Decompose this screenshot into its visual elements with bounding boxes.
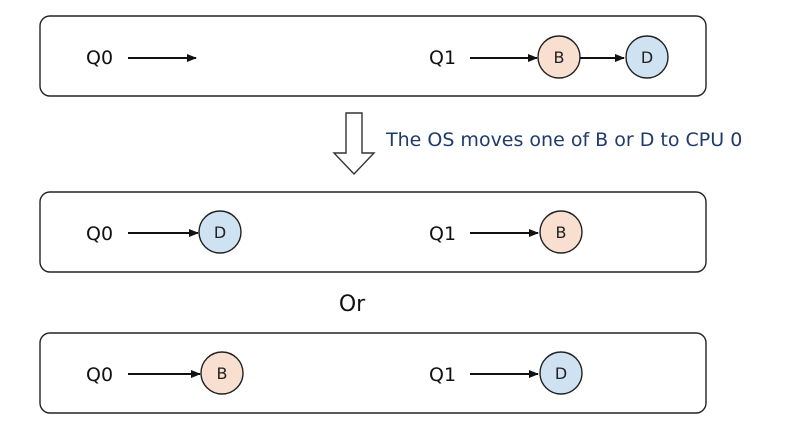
option2-q1-node-d: [539, 351, 583, 395]
option1-q0-node-d: [198, 210, 242, 254]
top-q0-label: Q0: [86, 47, 113, 69]
option2-q0-label: Q0: [86, 364, 113, 386]
option2-state-box: [39, 332, 707, 414]
option1-q0-node-label: D: [214, 223, 226, 242]
option1-q1-node-b: [539, 210, 583, 254]
option1-state-box: [39, 191, 707, 273]
top-q1-label: Q1: [429, 47, 456, 69]
option1-q1-label: Q1: [429, 223, 456, 245]
option2-q1-node-label: D: [555, 364, 567, 383]
top-state-box: [39, 15, 707, 97]
transition-caption: The OS moves one of B or D to CPU 0: [385, 129, 742, 151]
option1-q0-label: Q0: [86, 223, 113, 245]
or-label: Or: [339, 292, 366, 317]
option2-q0-node-label: B: [217, 364, 228, 383]
top-node-d: [625, 35, 669, 79]
top-node-b-label: B: [554, 48, 565, 67]
option2-q1-label: Q1: [429, 364, 456, 386]
option1-q1-node-label: B: [556, 223, 567, 242]
down-arrow-icon: [332, 112, 376, 176]
top-node-d-label: D: [641, 48, 653, 67]
option2-q0-node-b: [200, 351, 244, 395]
